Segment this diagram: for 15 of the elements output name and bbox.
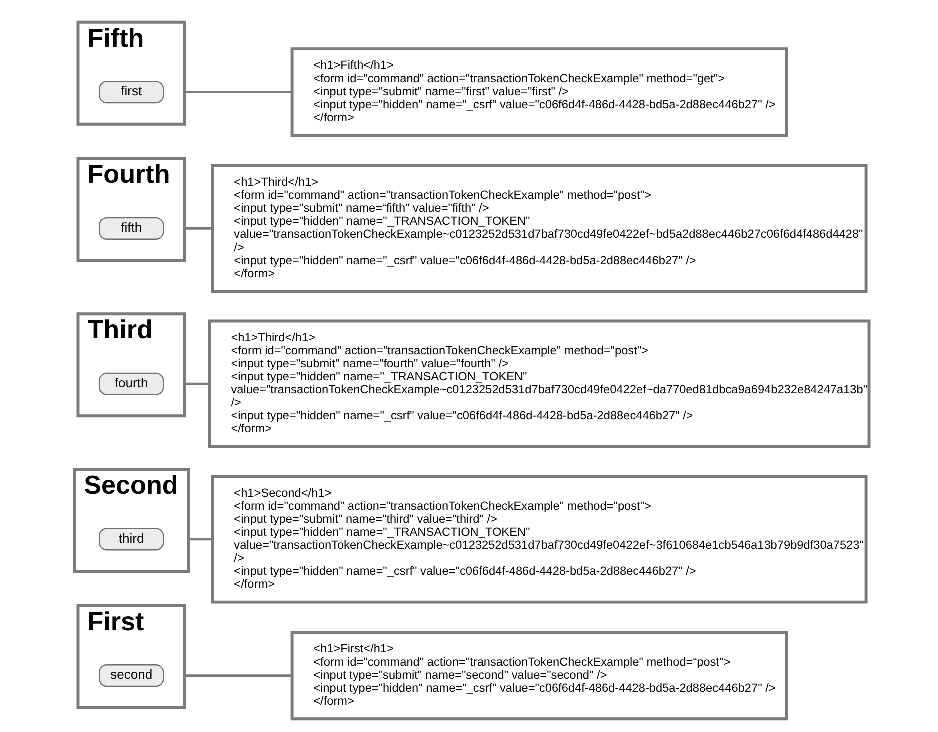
node-box: <h1>Fifth</h1> <form id="command" action="transactionTokenCheckExample" method="get"> <input type="submit" name="first" value="first" /> <input type="hidden" name="_csrf" value="c06f6d4f-486d-4428-bd5a-2d88ec446b27" /> </form> — [290, 48, 788, 138]
node-box: fourth — [98, 372, 164, 396]
node-box: <h1>Third</h1> <form id="command" action="transactionTokenCheckExample" method="post"> <input type="submit" name="fourth" value="fourth" /> <input type="hidden" name="_TRANSACTION_TOKEN" value="transactionTokenCheckExample~c0123252d531d7baf730cd49fe0422ef~da770ed81dbca9a694b232e84247a13b" /> <input type="hidden" name="_csrf" value="c06f6d4f-486d-4428-bd5a-2d88ec446b27" /> </form> — [208, 320, 871, 448]
node-box: second — [98, 664, 164, 688]
node-box: <h1>First</h1> <form id="command" action="transactionTokenCheckExample" method=“post"> <input type="submit" name="second" value="second" /> <input type="hidden" name="_csrf" value="c06f6d4f-486d-4428-bd5a-2d88ec446b27" /> </form> — [290, 631, 788, 721]
connector — [184, 228, 212, 230]
node-box: first — [98, 81, 164, 104]
node-box: fifth — [98, 217, 164, 240]
node-box: <h1>Second</h1> <form id="command" action="transactionTokenCheckExample" method="post"> <input type="submit" name="third" value="third" /> <input type="hidden" name="_TRANSACTION_TOKEN" value="transactionTokenCheckExample~c0123252d531d7baf730cd49fe0422ef~3f610684e1cb546a13b79b9df30a7523" /> <input type="hidden" name="_csrf" value="c06f6d4f-486d-4428-bd5a-2d88ec446b27" /> </form> — [211, 475, 868, 604]
connector — [184, 674, 292, 678]
connector — [184, 91, 292, 94]
connector — [184, 382, 210, 386]
connector — [188, 538, 212, 541]
node-box: <h1>Third</h1> <form id="command" action="transactionTokenCheckExample" method="post"> <input type="submit" name=“fifth" value="fifth" /> <input type="hidden" name="_TRANSACTION_TOKEN" value="transactionTokenCheckExample~c0123252d531d7baf730cd49fe0422ef~bd5a2d88ec446b27c06f6d4f486d4428" /> <input type="hidden" name="_csrf" value="c06f6d4f-486d-4428-bd5a-2d88ec446b27" /> </form> — [211, 164, 868, 294]
node-box: third — [98, 528, 164, 551]
